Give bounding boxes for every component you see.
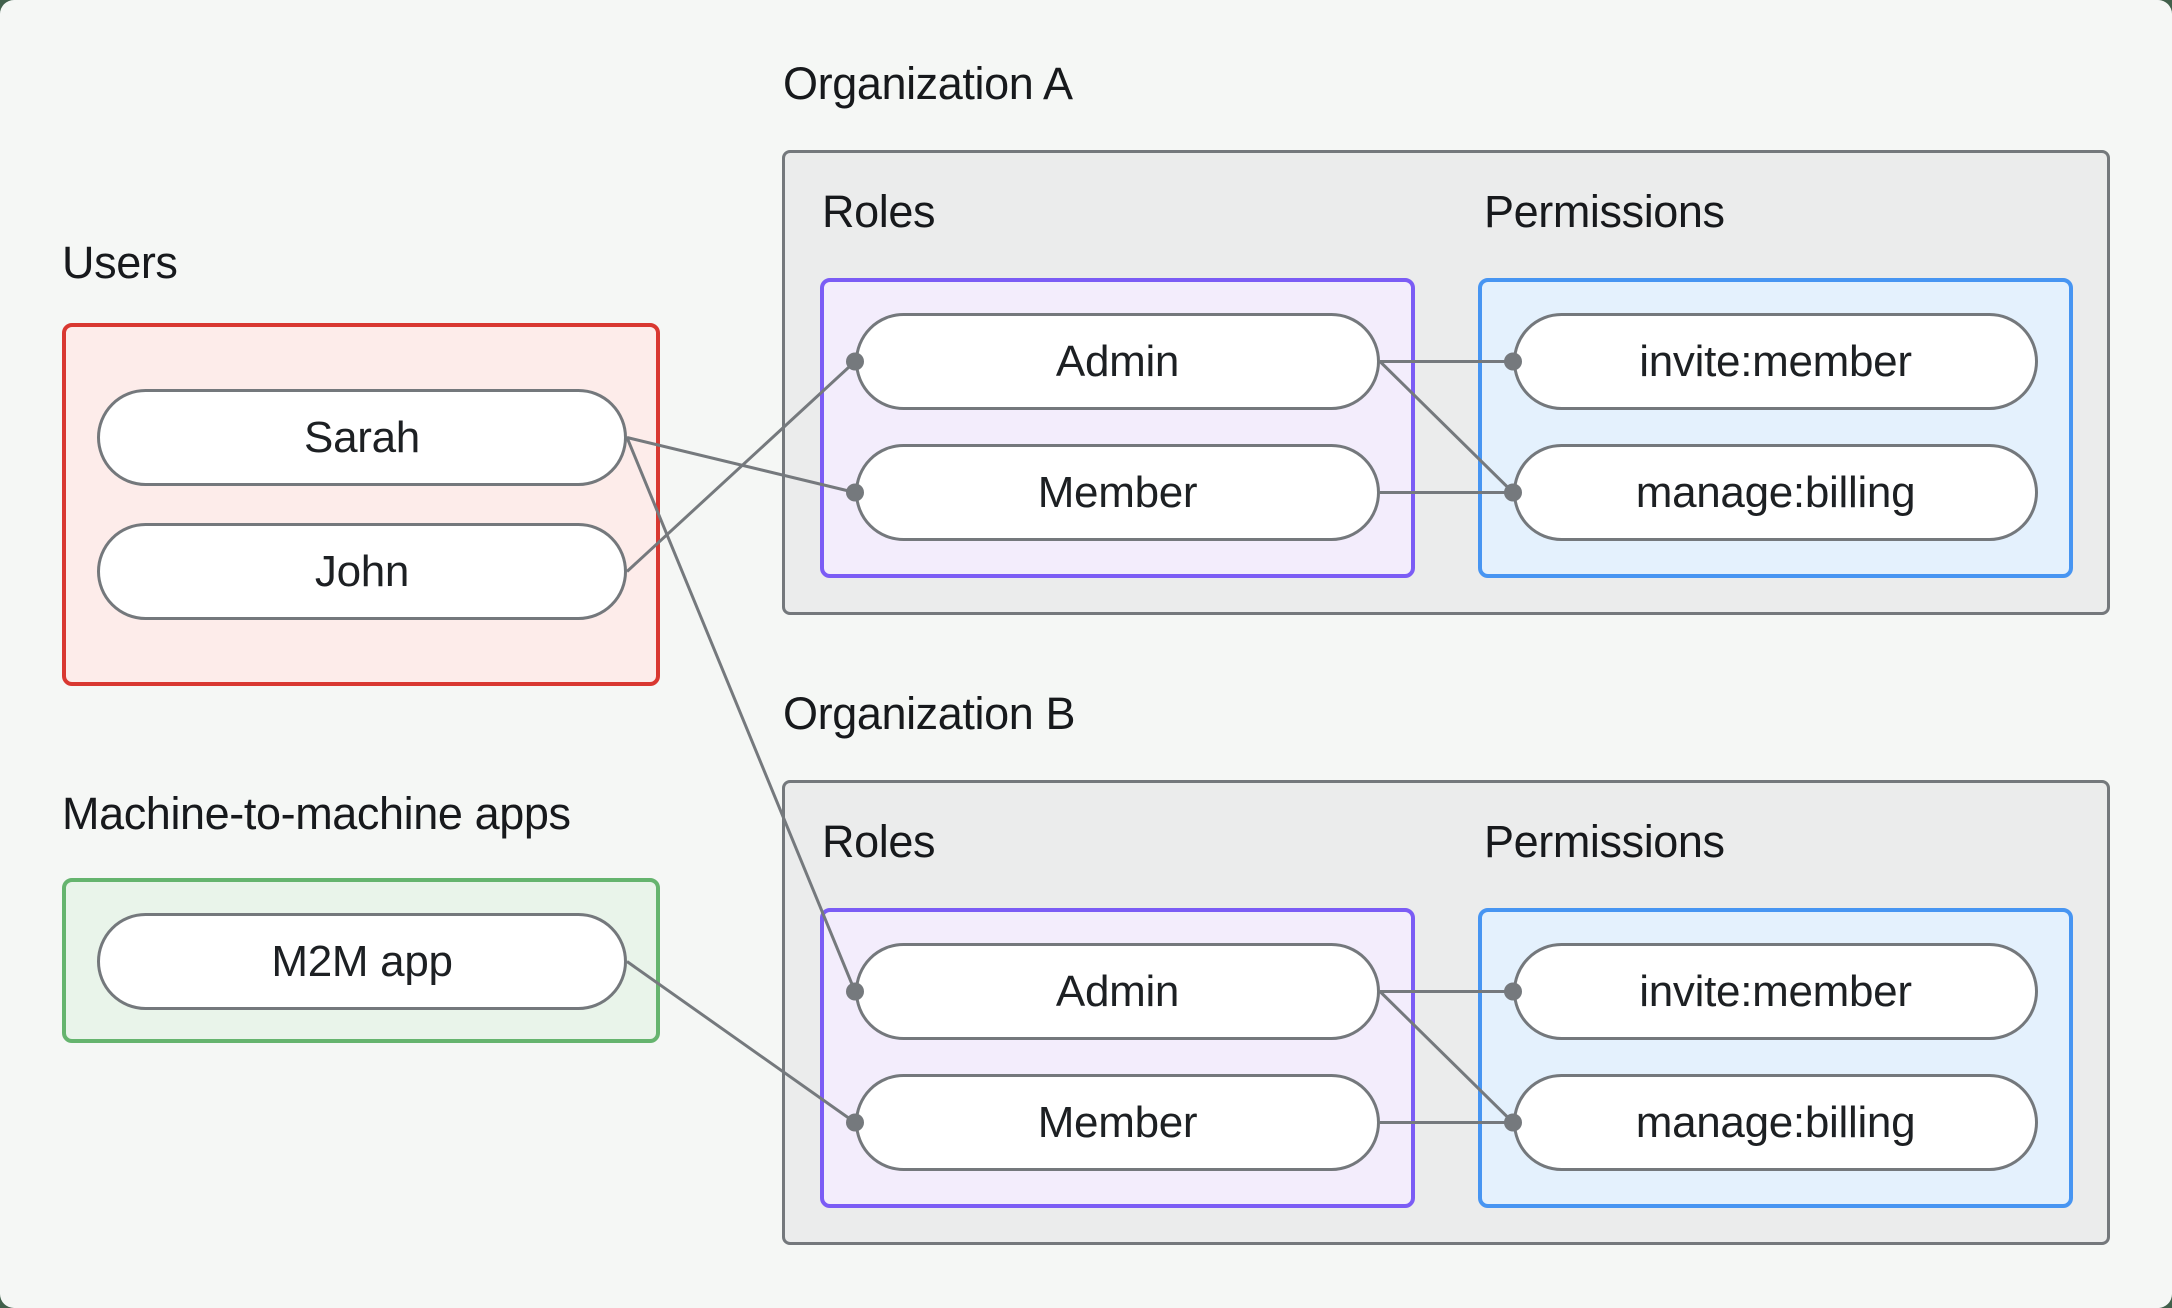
org-a-title: Organization A [783,58,1073,109]
org-a-permission-invite-member: invite:member [1513,313,2038,410]
users-section-title: Users [62,237,178,288]
org-a-permissions-label: Permissions [1484,186,1725,237]
org-b-role-member: Member [855,1074,1380,1171]
org-a-permission-manage-billing: manage:billing [1513,444,2038,541]
org-b-title: Organization B [783,688,1076,739]
user-node-john: John [97,523,627,620]
m2m-section-title: Machine-to-machine apps [62,788,571,839]
org-b-role-admin: Admin [855,943,1380,1040]
org-a-role-admin: Admin [855,313,1380,410]
org-b-permission-invite-member: invite:member [1513,943,2038,1040]
org-b-permissions-label: Permissions [1484,816,1725,867]
org-a-roles-label: Roles [822,186,936,237]
users-group-box [62,323,660,686]
m2m-app-node: M2M app [97,913,627,1010]
user-node-sarah: Sarah [97,389,627,486]
org-a-role-member: Member [855,444,1380,541]
org-b-roles-label: Roles [822,816,936,867]
org-b-permission-manage-billing: manage:billing [1513,1074,2038,1171]
